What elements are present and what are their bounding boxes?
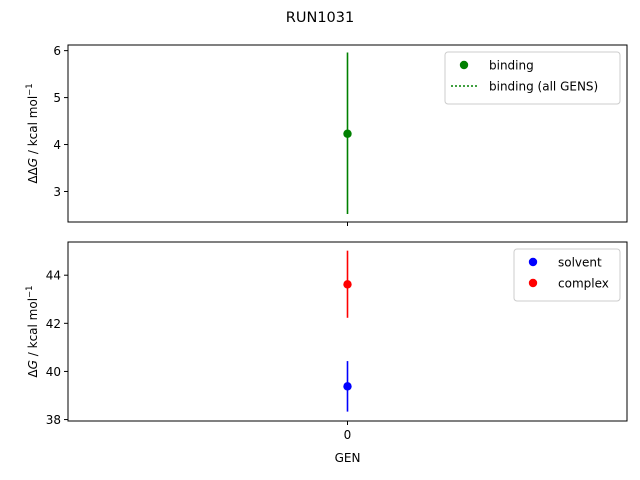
legend-label-solvent: solvent <box>558 256 602 270</box>
point-complex <box>343 280 352 289</box>
point-solvent <box>343 382 352 391</box>
ytick-label-bottom: 40 <box>46 365 61 379</box>
legend-marker-solvent <box>528 257 538 267</box>
legend-bottom: solvent complex <box>513 248 621 302</box>
xtick-label-bottom: 0 <box>344 428 352 442</box>
figure-title: RUN1031 <box>286 10 354 26</box>
legend-label-binding-all-GENS-: binding (all GENS) <box>489 80 598 94</box>
legend-box-top <box>444 51 621 105</box>
legend-label-complex: complex <box>558 277 609 291</box>
ytick-label-top: 3 <box>53 185 61 199</box>
ytick-label-top: 5 <box>53 91 61 105</box>
yaxis-label-bottom: ΔG / kcal mol−1 <box>25 285 40 377</box>
xaxis-label-bottom: GEN <box>335 451 361 465</box>
legend-box-bottom <box>513 248 621 302</box>
ytick-label-bottom: 44 <box>46 269 61 283</box>
point-binding <box>343 129 352 138</box>
ytick-label-top: 4 <box>53 138 61 152</box>
yaxis-label-top: ΔΔG / kcal mol−1 <box>25 83 40 183</box>
legend-marker-binding <box>459 60 469 70</box>
ytick-label-bottom: 42 <box>46 317 61 331</box>
legend-top: binding binding (all GENS) <box>444 51 621 105</box>
legend-label-binding: binding <box>489 59 534 73</box>
ytick-label-top: 6 <box>53 44 61 58</box>
ytick-label-bottom: 38 <box>46 413 61 427</box>
legend-marker-complex <box>528 278 538 288</box>
